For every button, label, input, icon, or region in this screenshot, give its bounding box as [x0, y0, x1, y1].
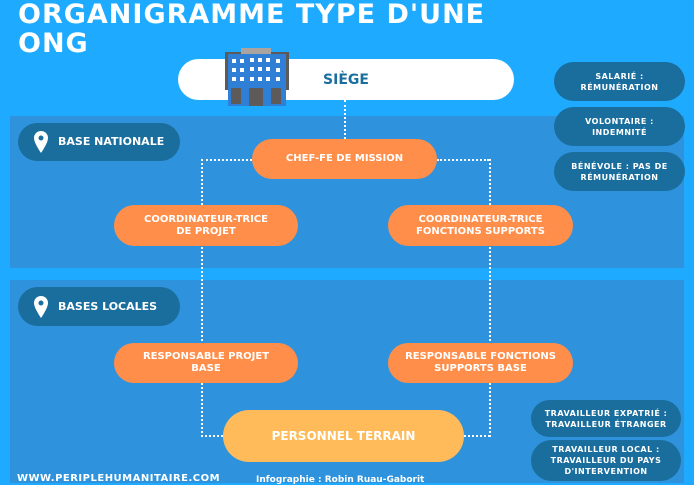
connector: [489, 159, 491, 437]
legend-salarie: SALARIÉ : RÉMUNÉRATION: [554, 62, 685, 101]
legend-benevole: BÉNÉVOLE : PAS DE RÉMUNÉRATION: [554, 152, 685, 191]
coord-supports-node: COORDINATEUR-TRICE FONCTIONS SUPPORTS: [388, 205, 573, 246]
website-link[interactable]: WWW.PERIPLEHUMANITAIRE.COM: [17, 473, 221, 484]
personnel-terrain-node: PERSONNEL TERRAIN: [223, 410, 464, 462]
building-icon: [225, 48, 289, 106]
connector: [201, 159, 252, 161]
legend-local: TRAVAILLEUR LOCAL : TRAVAILLEUR DU PAYS …: [531, 440, 681, 481]
connector: [464, 435, 490, 437]
credit-text: Infographie : Robin Ruau-Gaborit: [256, 475, 425, 485]
bases-locales-text: BASES LOCALES: [58, 299, 158, 313]
base-nationale-label: BASE NATIONALE: [18, 123, 180, 161]
legend-expatrie: TRAVAILLEUR EXPATRIÉ : TRAVAILLEUR ÉTRAN…: [531, 400, 681, 437]
location-pin-icon: [34, 295, 48, 318]
resp-projet-node: RESPONSABLE PROJET BASE: [114, 343, 298, 383]
location-pin-icon: [34, 131, 48, 153]
page-title: ORGANIGRAMME TYPE D'UNE ONG: [18, 0, 486, 59]
chef-mission-node: CHEF-FE DE MISSION: [252, 139, 437, 179]
connector: [344, 100, 346, 139]
connector: [437, 159, 489, 161]
legend-volontaire: VOLONTAIRE : INDEMNITÉ: [554, 107, 685, 146]
siege-label: SIÈGE: [323, 71, 369, 88]
resp-supports-node: RESPONSABLE FONCTIONS SUPPORTS BASE: [388, 343, 573, 383]
coord-projet-node: COORDINATEUR-TRICE DE PROJET: [114, 205, 298, 246]
bases-locales-label: BASES LOCALES: [18, 287, 180, 326]
connector: [201, 159, 203, 437]
base-nationale-text: BASE NATIONALE: [58, 135, 165, 148]
connector: [201, 435, 223, 437]
